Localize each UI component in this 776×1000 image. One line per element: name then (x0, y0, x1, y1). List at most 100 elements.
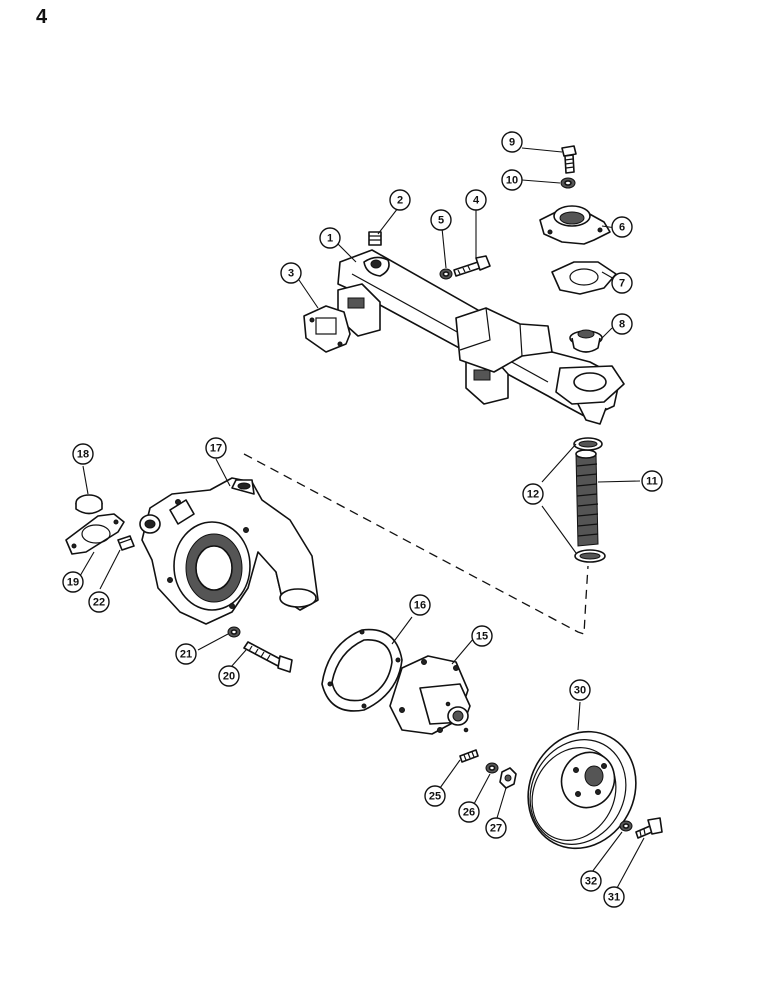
hose-clamp-upper (573, 437, 603, 451)
callout-number: 20 (223, 671, 235, 683)
callout-number: 25 (429, 791, 441, 803)
callout-circle (641, 470, 663, 492)
callout-6: 6 (611, 216, 633, 238)
callout-1: 1 (319, 227, 341, 249)
pulley-bolt (635, 817, 663, 839)
thermostat (569, 329, 603, 353)
callout-number: 22 (93, 597, 105, 609)
callout-4: 4 (465, 189, 487, 211)
callout-7: 7 (611, 272, 633, 294)
callout-circle (205, 437, 227, 459)
callout-number: 9 (509, 137, 515, 149)
callout-number: 30 (574, 685, 586, 697)
callout-circle (319, 227, 341, 249)
pipe-plug (368, 231, 382, 246)
callout-number: 6 (619, 222, 625, 234)
callout-5: 5 (430, 209, 452, 231)
callout-20: 20 (218, 665, 240, 687)
pump-bolt (243, 641, 293, 673)
callout-circle (611, 272, 633, 294)
callout-number: 8 (619, 319, 625, 331)
fan-pulley (527, 730, 637, 850)
callout-circle (603, 886, 625, 908)
callout-number: 32 (585, 876, 597, 888)
callout-number: 12 (527, 489, 539, 501)
callout-number: 2 (397, 195, 403, 207)
callout-circle (458, 801, 480, 823)
callout-circle (569, 679, 591, 701)
callout-circle (175, 643, 197, 665)
callout-number: 5 (438, 215, 444, 227)
callout-15: 15 (471, 625, 493, 647)
callout-9: 9 (501, 131, 523, 153)
callout-number: 7 (619, 278, 625, 290)
callout-circle (485, 817, 507, 839)
callout-circle (72, 443, 94, 465)
callout-circle (430, 209, 452, 231)
callout-8: 8 (611, 313, 633, 335)
callout-3: 3 (280, 262, 302, 284)
callout-circle (611, 313, 633, 335)
hose-clamp-lower (574, 549, 606, 563)
stud-washer (485, 762, 499, 774)
callout-number: 3 (288, 268, 294, 280)
page-number: 4 (36, 6, 48, 28)
callout-21: 21 (175, 643, 197, 665)
callout-number: 19 (67, 577, 79, 589)
pump-inlet-gasket (65, 513, 125, 555)
callout-circle (280, 262, 302, 284)
leader-lines (79, 147, 645, 889)
callout-layer: 1234567891011121516171819202122252627303… (62, 131, 663, 908)
pump-gasket (321, 628, 403, 712)
callout-circle (580, 870, 602, 892)
callout-10: 10 (501, 169, 523, 191)
callout-22: 22 (88, 591, 110, 613)
callout-number: 16 (414, 600, 426, 612)
callout-31: 31 (603, 886, 625, 908)
callout-number: 18 (77, 449, 89, 461)
callout-number: 10 (506, 175, 518, 187)
callout-circle (501, 131, 523, 153)
callout-number: 31 (608, 892, 620, 904)
callout-number: 26 (463, 807, 475, 819)
callout-25: 25 (424, 785, 446, 807)
housing-lock-washer (560, 177, 576, 189)
callout-circle (424, 785, 446, 807)
callout-circle (611, 216, 633, 238)
callout-circle (465, 189, 487, 211)
callout-27: 27 (485, 817, 507, 839)
housing-bolt (561, 145, 577, 174)
callout-32: 32 (580, 870, 602, 892)
callout-18: 18 (72, 443, 94, 465)
callout-number: 17 (210, 443, 222, 455)
callout-circle (471, 625, 493, 647)
callout-11: 11 (641, 470, 663, 492)
pulley-washer (619, 820, 633, 832)
thermostat-housing (539, 205, 611, 245)
callout-circle (62, 571, 84, 593)
callout-16: 16 (409, 594, 431, 616)
callout-30: 30 (569, 679, 591, 701)
stud-nut (499, 767, 517, 789)
thermostat-gasket (551, 261, 617, 295)
stud (459, 749, 479, 763)
callout-circle (88, 591, 110, 613)
callout-circle (218, 665, 240, 687)
callout-circle (409, 594, 431, 616)
callout-circle (389, 189, 411, 211)
manifold-gasket (303, 305, 351, 353)
pump-plug (117, 535, 135, 551)
callout-number: 27 (490, 823, 502, 835)
callout-circle (501, 169, 523, 191)
callout-26: 26 (458, 801, 480, 823)
pump-cap (75, 494, 103, 515)
callout-number: 21 (180, 649, 192, 661)
callout-2: 2 (389, 189, 411, 211)
callout-number: 4 (473, 195, 480, 207)
lock-washer (439, 268, 453, 280)
manifold-bolt (453, 255, 491, 277)
callout-12: 12 (522, 483, 544, 505)
pump-washer (227, 626, 241, 638)
bypass-hose (575, 449, 599, 547)
